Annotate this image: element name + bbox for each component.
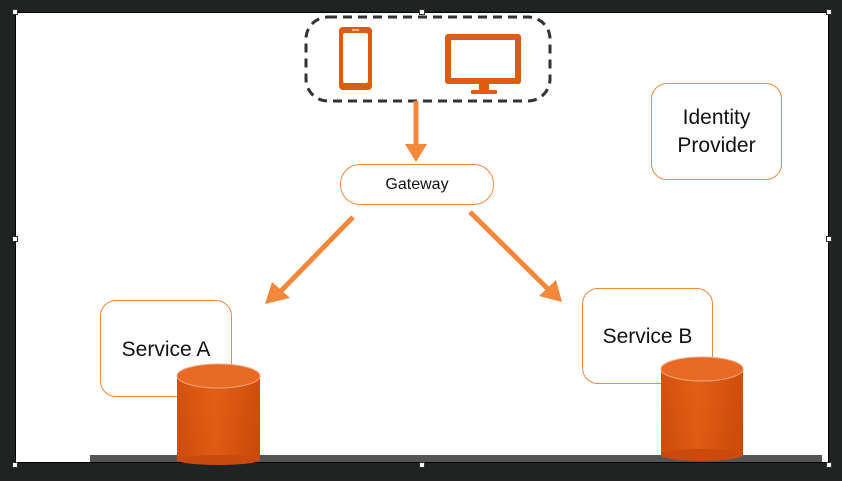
- monitor-icon: [445, 34, 521, 94]
- identity-provider-node[interactable]: Identity Provider: [651, 83, 782, 180]
- service-b-label: Service B: [602, 325, 693, 348]
- client-group[interactable]: [304, 15, 552, 103]
- resize-handle-top-left[interactable]: [12, 9, 18, 15]
- arrow-gateway-to-service-b: [468, 210, 562, 302]
- arrow-gateway-to-service-a: [265, 215, 355, 304]
- database-icon[interactable]: [660, 356, 744, 461]
- resize-handle-bottom-center[interactable]: [419, 462, 425, 468]
- service-a-label: Service A: [121, 338, 211, 361]
- phone-icon: [339, 27, 372, 90]
- identity-provider-label: Identity Provider: [677, 105, 756, 157]
- database-icon[interactable]: [176, 363, 261, 465]
- arrow-clients-to-gateway: [405, 101, 427, 162]
- resize-handle-middle-left[interactable]: [12, 236, 18, 242]
- resize-handle-top-right[interactable]: [826, 9, 832, 15]
- resize-handle-middle-right[interactable]: [826, 236, 832, 242]
- gateway-label: Gateway: [385, 175, 449, 193]
- resize-handle-top-center[interactable]: [419, 9, 425, 15]
- resize-handle-bottom-left[interactable]: [12, 462, 18, 468]
- gateway-node[interactable]: Gateway: [340, 164, 494, 205]
- base-line: [90, 455, 822, 462]
- resize-handle-bottom-right[interactable]: [826, 462, 832, 468]
